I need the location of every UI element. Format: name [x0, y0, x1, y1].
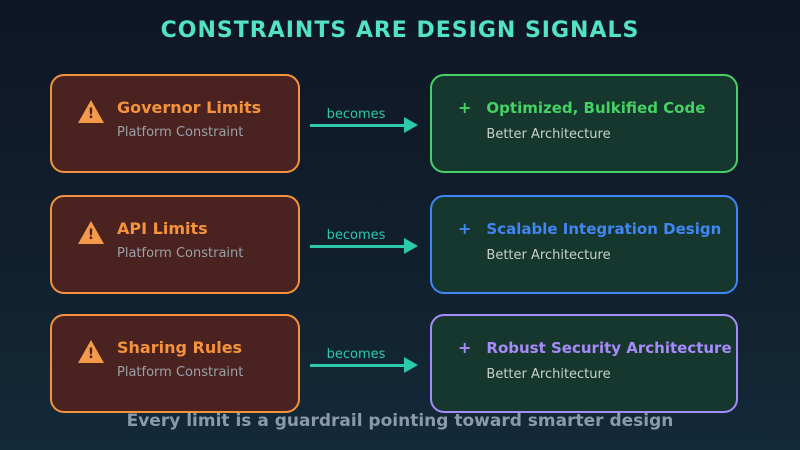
benefit-title: Robust Security Architecture [486, 339, 732, 357]
benefit-title: Scalable Integration Design [486, 220, 722, 238]
constraint-title: Sharing Rules [117, 338, 243, 357]
benefit-card-scalable-integration: + Scalable Integration Design Better Arc… [430, 195, 738, 294]
arrow-head-icon [404, 357, 418, 373]
plus-icon: + [458, 338, 472, 357]
constraint-subtitle: Platform Constraint [117, 125, 244, 140]
benefit-subtitle: Better Architecture [486, 367, 611, 382]
warning-icon [78, 221, 104, 244]
constraint-card-governor-limits: Governor Limits Platform Constraint [50, 74, 300, 173]
benefit-card-optimized-code: + Optimized, Bulkified Code Better Archi… [430, 74, 738, 173]
benefit-card-robust-security: + Robust Security Architecture Better Ar… [430, 314, 738, 413]
benefit-subtitle: Better Architecture [486, 127, 611, 142]
row-governor-limits: Governor Limits Platform Constraint beco… [0, 74, 800, 173]
arrow-line [310, 124, 404, 127]
arrow-label: becomes [326, 228, 386, 243]
page-title: CONSTRAINTS ARE DESIGN SIGNALS [160, 18, 640, 43]
constraint-title: Governor Limits [117, 98, 262, 117]
row-sharing-rules: Sharing Rules Platform Constraint become… [0, 314, 800, 413]
becomes-arrow: becomes [308, 74, 420, 173]
becomes-arrow: becomes [308, 195, 420, 294]
arrow-label: becomes [326, 107, 386, 122]
arrow-line [310, 364, 404, 367]
constraint-title: API Limits [117, 219, 208, 238]
constraint-subtitle: Platform Constraint [117, 246, 244, 261]
plus-icon: + [458, 98, 472, 117]
row-api-limits: API Limits Platform Constraint becomes +… [0, 195, 800, 294]
becomes-arrow: becomes [308, 314, 420, 413]
benefit-title: Optimized, Bulkified Code [486, 99, 706, 117]
arrow-head-icon [404, 117, 418, 133]
footer-caption: Every limit is a guardrail pointing towa… [126, 411, 674, 431]
arrow-line [310, 245, 404, 248]
arrow-head-icon [404, 238, 418, 254]
plus-icon: + [458, 219, 472, 238]
constraint-subtitle: Platform Constraint [117, 365, 244, 380]
constraint-card-api-limits: API Limits Platform Constraint [50, 195, 300, 294]
benefit-subtitle: Better Architecture [486, 248, 611, 263]
constraint-card-sharing-rules: Sharing Rules Platform Constraint [50, 314, 300, 413]
warning-icon [78, 340, 104, 363]
warning-icon [78, 100, 104, 123]
arrow-label: becomes [326, 347, 386, 362]
